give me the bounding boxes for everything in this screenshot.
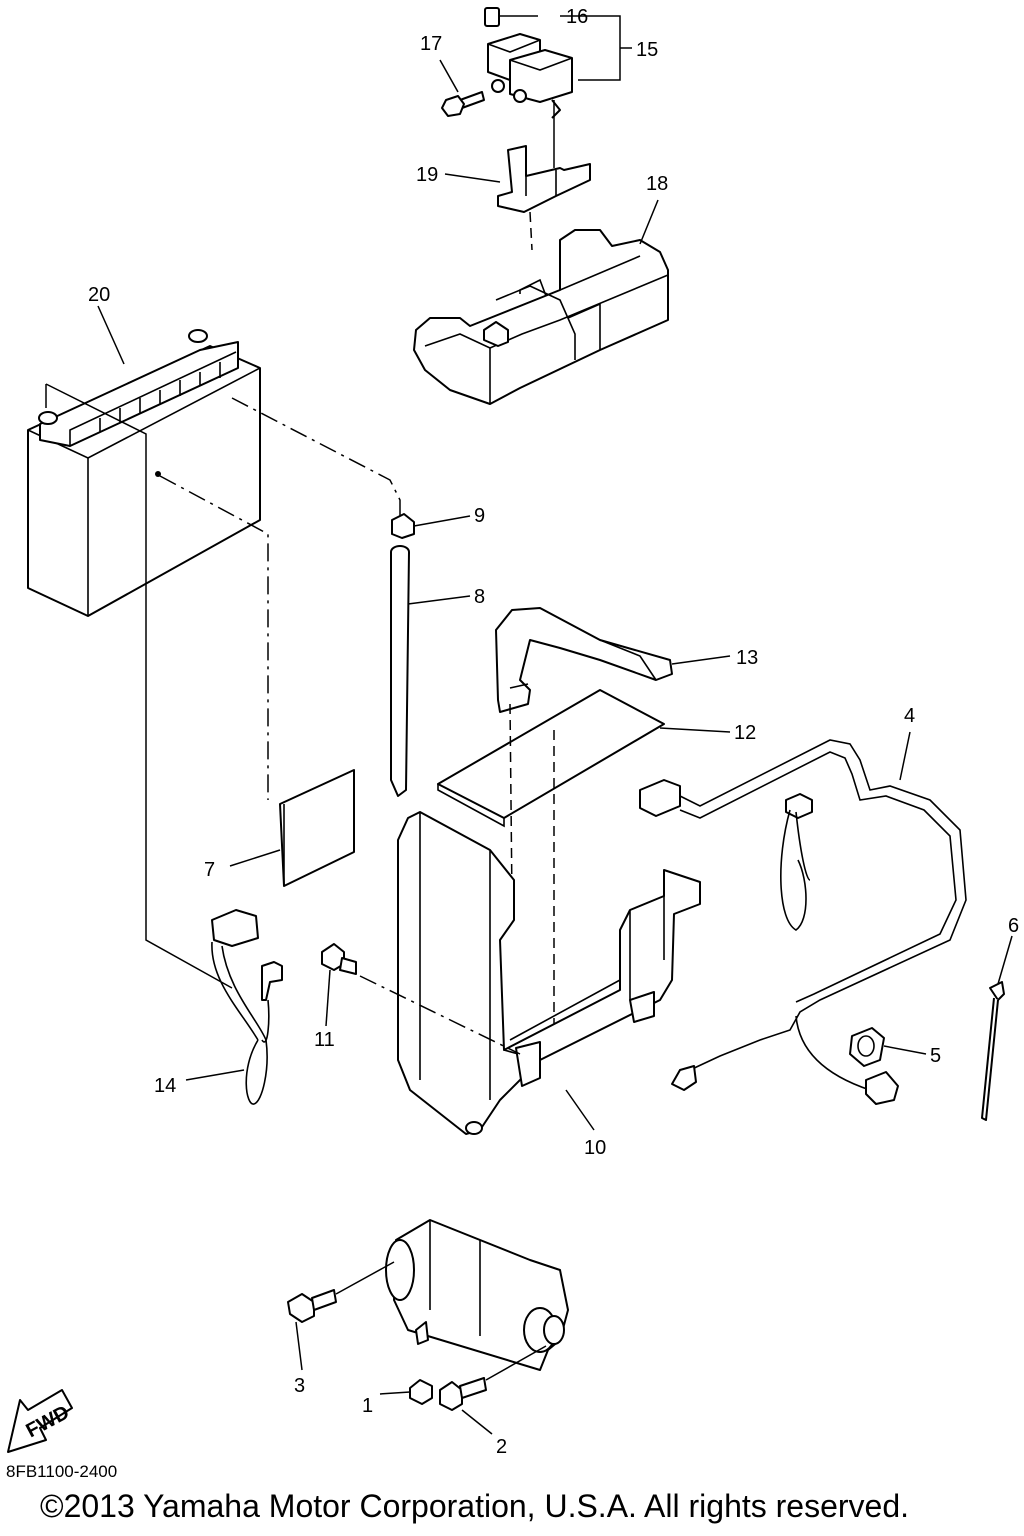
- cover-18: [413, 229, 669, 405]
- clip-9: [391, 513, 415, 539]
- callout-5: 5: [930, 1045, 941, 1067]
- callout-10: 10: [584, 1137, 606, 1159]
- sheet-12: [437, 689, 665, 828]
- callout-15: 15: [636, 39, 658, 61]
- callout-16: 16: [566, 6, 588, 28]
- hose-8: [390, 545, 410, 797]
- callout-1: 1: [362, 1395, 373, 1417]
- starter-motor: [385, 1219, 569, 1371]
- fwd-arrow-icon: FWD: [7, 1389, 73, 1453]
- bolt-17: [441, 91, 485, 117]
- callout-3: 3: [294, 1375, 305, 1397]
- pad-7: [279, 769, 355, 887]
- callout-2: 2: [496, 1436, 507, 1458]
- bracket-19: [497, 145, 591, 213]
- callout-12: 12: [734, 722, 756, 744]
- harness-4: [639, 739, 967, 1105]
- callout-8: 8: [474, 586, 485, 608]
- copyright-notice: ©2013 Yamaha Motor Corporation, U.S.A. A…: [40, 1488, 910, 1524]
- bolt-2: [439, 1377, 487, 1411]
- bolt-11: [321, 943, 357, 975]
- callout-4: 4: [904, 705, 915, 727]
- callout-6: 6: [1008, 915, 1019, 937]
- nut-1: [409, 1379, 433, 1405]
- clamp-5: [849, 1027, 885, 1067]
- wire-14: [211, 909, 283, 1105]
- callout-18: 18: [646, 173, 668, 195]
- callout-14: 14: [154, 1075, 176, 1097]
- callout-20: 20: [88, 284, 110, 306]
- battery-20: [27, 329, 261, 617]
- diagram-code: 8FB1100-2400: [6, 1462, 118, 1481]
- relay-assembly: [484, 7, 573, 119]
- callout-11: 11: [314, 1029, 335, 1051]
- bolt-3: [287, 1289, 337, 1323]
- band-13: [495, 607, 673, 713]
- battery-box-10: [397, 811, 701, 1135]
- callout-19: 19: [416, 164, 438, 186]
- callout-13: 13: [736, 647, 758, 669]
- callout-7: 7: [204, 859, 215, 881]
- callout-9: 9: [474, 505, 485, 527]
- cable-tie-6: [981, 981, 1005, 1121]
- callout-17: 17: [420, 33, 442, 55]
